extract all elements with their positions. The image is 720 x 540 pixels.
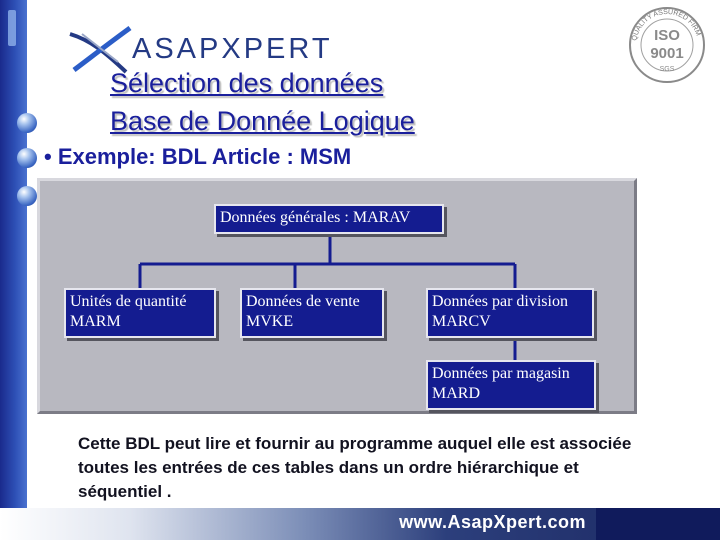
node-label: Données générales : MARAV — [220, 209, 411, 226]
node-child-2: Données de vente MVKE — [240, 288, 384, 338]
bullet-ball-icon — [17, 186, 37, 206]
footer-tab — [596, 508, 720, 540]
strip-highlight — [8, 10, 16, 46]
slide-title-line-2: Base de Donnée Logique — [110, 106, 415, 136]
footer-website: www.AsapXpert.com — [399, 512, 586, 532]
example-bullet: • Exemple: BDL Article : MSM — [44, 144, 352, 169]
iso-9001-seal: QUALITY ASSURED FIRM ISO 9001 SGS — [629, 7, 705, 83]
node-label: Données par division — [432, 293, 568, 310]
node-table: MARD — [432, 385, 481, 402]
node-table: MVKE — [246, 313, 294, 330]
node-root: Données générales : MARAV — [214, 204, 444, 234]
node-table: MARM — [70, 313, 121, 330]
node-label: Données de vente — [246, 293, 360, 310]
node-label: Unités de quantité — [70, 293, 187, 310]
node-label: Données par magasin — [432, 365, 570, 382]
node-child-3: Données par division MARCV — [426, 288, 594, 338]
company-logo: ASAPXPERT — [60, 20, 330, 80]
bullet-ball-icon — [17, 148, 37, 168]
left-margin-strip — [0, 0, 27, 540]
logo-icon — [69, 25, 132, 74]
node-table: MARCV — [432, 313, 491, 330]
bullet-ball-icon — [17, 113, 37, 133]
node-child-1: Unités de quantité MARM — [64, 288, 216, 338]
slide-title-line-1: Sélection des données — [110, 68, 384, 98]
description-text: Cette BDL peut lire et fournir au progra… — [78, 434, 632, 501]
svg-text:SGS: SGS — [660, 66, 675, 73]
footer-bar: www.AsapXpert.com — [0, 508, 720, 540]
logo-wordmark: ASAPXPERT — [132, 33, 333, 65]
node-grandchild: Données par magasin MARD — [426, 360, 596, 410]
svg-text:9001: 9001 — [650, 45, 683, 62]
svg-text:ISO: ISO — [654, 27, 680, 44]
